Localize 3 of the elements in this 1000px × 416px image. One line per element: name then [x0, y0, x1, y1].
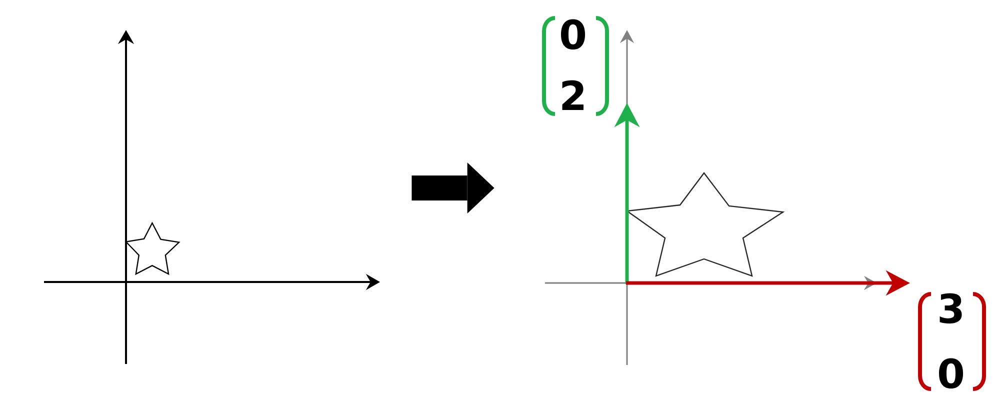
column-vector: 0 2 [542, 16, 610, 116]
column-vector: 3 0 [918, 292, 986, 391]
block-arrow [412, 162, 494, 214]
